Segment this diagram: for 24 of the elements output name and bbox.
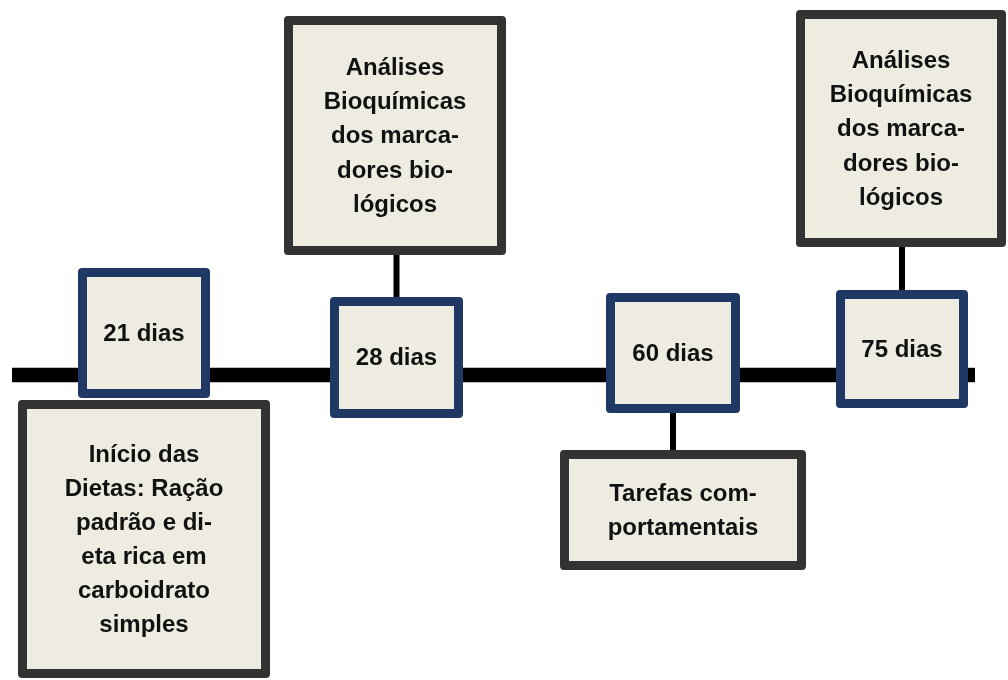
date-box [606, 293, 740, 413]
timeline-bar [740, 367, 836, 383]
date-label: 75 dias [860, 333, 944, 364]
event-text: Início das Dietas: Ração padrão e di- eta rica em carboidrato simples [63, 438, 225, 640]
timeline-bar [12, 367, 78, 383]
event-box [560, 450, 806, 570]
date-box [330, 297, 463, 418]
timeline-bar [968, 367, 975, 383]
date-label: 60 dias [631, 337, 715, 368]
connector-line [670, 413, 676, 450]
date-label: 28 dias [354, 342, 439, 373]
event-text: Análises Bioquímicas dos marca- dores bio- lógicos [322, 52, 468, 219]
timeline-bar [463, 367, 606, 383]
connector-line [393, 255, 400, 297]
timeline-bar [210, 367, 330, 383]
date-box [78, 268, 210, 398]
date-box [836, 290, 968, 408]
event-text: Tarefas com- portamentais [606, 477, 760, 542]
event-box [796, 10, 1006, 247]
event-box [18, 400, 270, 678]
event-text: Análises Bioquímicas dos marca- dores bio- lógicos [828, 45, 974, 212]
date-label: 21 dias [102, 317, 186, 348]
event-box [284, 16, 506, 255]
connector-line [899, 247, 905, 290]
